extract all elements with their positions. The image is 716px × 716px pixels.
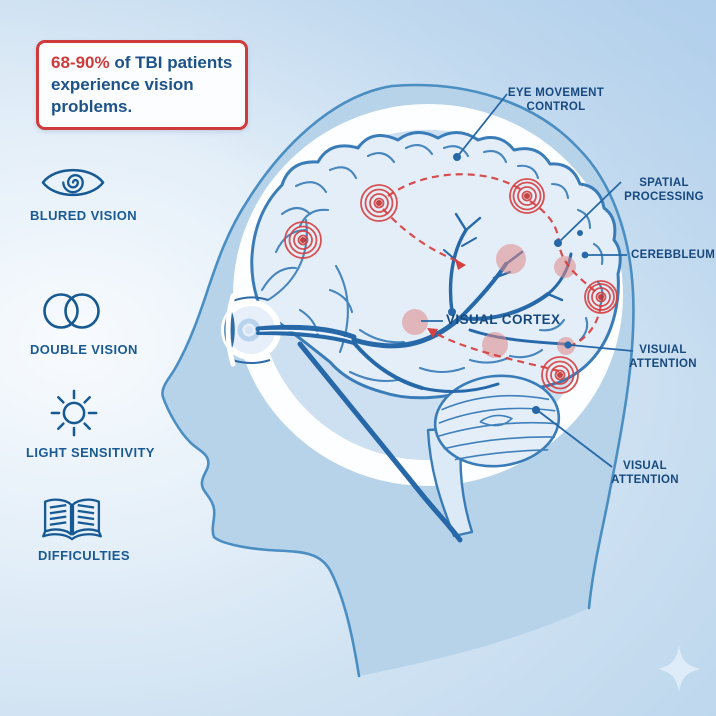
label-cerebellum: CEREBBLEUM xyxy=(631,249,716,261)
open-book-icon xyxy=(42,498,102,541)
symptom-label-double-vision: DOUBLE VISION xyxy=(30,342,138,357)
label-line: VISUIAL xyxy=(639,344,687,356)
label-line: VISUAL xyxy=(623,460,667,472)
pointer-spatial xyxy=(558,181,622,243)
pathway-arrowhead-right xyxy=(455,259,466,270)
label-line: EYE MOVEMENT xyxy=(507,87,605,99)
cerebellum xyxy=(433,374,561,468)
symptom-label-difficulties: DIFFICULTIES xyxy=(38,548,130,563)
head-outline xyxy=(161,83,635,678)
pointer-visual-attention-right xyxy=(569,344,634,352)
pupil xyxy=(245,326,253,334)
label-pointer-lines xyxy=(421,93,634,468)
eye-spiral-icon xyxy=(41,169,105,196)
pointer-eye-movement xyxy=(456,93,508,158)
stat-callout-box: 68-90% of TBI patients experience vision… xyxy=(36,40,248,131)
eye-highlight-arc xyxy=(225,293,236,367)
stat-line-2: experience vision xyxy=(51,74,194,94)
stat-line-3: problems. xyxy=(51,96,133,116)
label-eye-movement-control: EYE MOVEMENT CONTROL xyxy=(496,86,616,114)
stat-line-1-rest: of TBI patients xyxy=(109,53,233,72)
stat-highlight: 68-90% xyxy=(51,53,110,72)
impact-targets xyxy=(284,178,618,394)
label-line: ATTENTION xyxy=(611,474,679,486)
impact-target xyxy=(541,356,579,394)
double-vision-circles-icon xyxy=(43,293,100,329)
sparkle-icon xyxy=(658,646,700,692)
symptom-label-light-sensitivity: LIGHT SENSITIVITY xyxy=(26,445,155,460)
label-line: ATTENTION xyxy=(629,358,697,370)
pink-highlight-dots xyxy=(402,244,576,358)
pointer-visual-attention-bottom xyxy=(536,409,613,468)
label-line: PROCESSING xyxy=(624,191,704,203)
label-visual-cortex: VISUAL CORTEX xyxy=(446,312,561,327)
impact-target xyxy=(360,184,398,222)
label-line: SPATIAL xyxy=(639,177,689,189)
impact-target xyxy=(284,221,322,259)
impact-target xyxy=(584,280,618,314)
sun-icon xyxy=(50,389,98,437)
label-line: CONTROL xyxy=(526,101,586,113)
symptom-label-blurred-vision: BLURED VISION xyxy=(30,208,138,223)
pathway-arrowhead-left xyxy=(427,328,438,338)
lower-eyelid-line xyxy=(231,359,271,364)
label-spatial-processing: SPATIAL PROCESSING xyxy=(610,176,716,204)
label-visual-attention-right: VISUIAL ATTENTION xyxy=(617,343,709,371)
neural-network xyxy=(255,212,573,543)
pointer-node-dots xyxy=(448,153,589,414)
label-visual-attention-bottom: VISUAL ATTENTION xyxy=(599,459,691,487)
stat-line-1: 68-90% of TBI patients xyxy=(51,52,233,74)
impact-target xyxy=(509,178,545,214)
